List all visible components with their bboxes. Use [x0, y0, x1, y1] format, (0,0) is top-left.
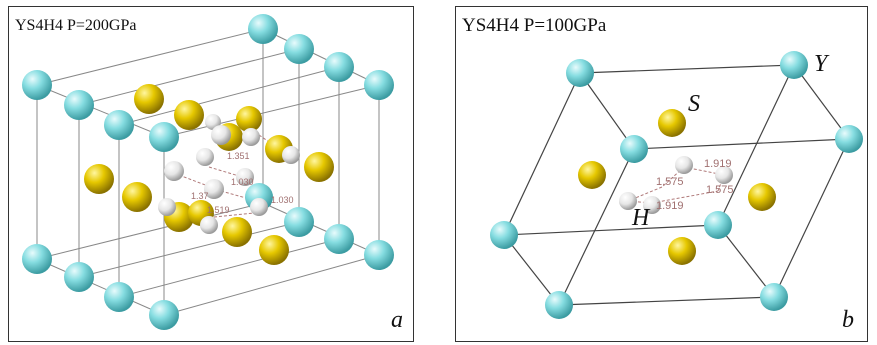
structure-a: 1.351 1.37 1.030 1.030 1.519: [22, 14, 394, 330]
h-atom: [211, 125, 231, 145]
y-atom: [760, 283, 788, 311]
y-atom: [22, 244, 52, 274]
y-atom: [149, 300, 179, 330]
y-atom: [22, 70, 52, 100]
y-atom: [545, 291, 573, 319]
y-atom: [364, 70, 394, 100]
y-atom: [284, 207, 314, 237]
bond-label: 1.351: [227, 151, 250, 161]
h-atom: [158, 198, 176, 216]
bond-label: 1.575: [656, 176, 684, 188]
y-atom: [284, 34, 314, 64]
s-atom: [658, 109, 686, 137]
bond-label: 1.519: [207, 205, 230, 215]
h-atom: [715, 166, 733, 184]
s-atom: [236, 106, 262, 132]
h-atom: [242, 128, 260, 146]
y-atom: [149, 122, 179, 152]
panel-a-200gpa: YS4H4 P=200GPa: [8, 6, 414, 342]
h-atom: [643, 196, 661, 214]
s-atom: [304, 152, 334, 182]
y-atom: [566, 59, 594, 87]
h-atom: [619, 192, 637, 210]
y-atom: [780, 51, 808, 79]
bond-label: 1.030: [231, 177, 254, 187]
y-atom: [104, 110, 134, 140]
y-atom: [104, 282, 134, 312]
panel-b-letter: b: [842, 307, 854, 333]
s-atom: [222, 217, 252, 247]
bond-label: 1.919: [704, 158, 732, 170]
s-atom: [578, 161, 606, 189]
label-yttrium: Y: [814, 51, 828, 77]
bond-label: 1.919: [656, 200, 684, 212]
panel-a-title: YS4H4 P=200GPa: [15, 17, 137, 34]
panel-a-letter: a: [391, 307, 403, 333]
structure-b: 1.919 1.575 1.575 1.919: [490, 51, 863, 319]
h-atom: [164, 161, 184, 181]
y-atom: [64, 262, 94, 292]
panel-b-title: YS4H4 P=100GPa: [462, 15, 607, 36]
s-atom: [748, 183, 776, 211]
y-atom: [835, 125, 863, 153]
y-atom: [324, 224, 354, 254]
s-atom: [174, 100, 204, 130]
s-atom: [668, 237, 696, 265]
h-atom: [196, 148, 214, 166]
y-atom: [64, 90, 94, 120]
h-atom: [236, 168, 254, 186]
h-atom: [200, 216, 218, 234]
label-hydrogen: H: [632, 205, 650, 231]
y-atom: [248, 14, 278, 44]
h-atom: [204, 179, 224, 199]
s-atom: [84, 164, 114, 194]
y-atom: [490, 221, 518, 249]
s-atom: [134, 84, 164, 114]
h-atom: [282, 146, 300, 164]
label-sulfur: S: [688, 91, 700, 117]
y-atom: [324, 52, 354, 82]
s-atom: [122, 182, 152, 212]
y-atom: [620, 135, 648, 163]
bond-label: 1.37: [191, 191, 209, 201]
bond-label: 1.575: [706, 184, 734, 196]
cell-edges-b: [503, 64, 850, 306]
panel-b-100gpa: YS4H4 P=100GPa: [455, 6, 868, 342]
y-atom: [364, 240, 394, 270]
y-atom: [704, 211, 732, 239]
s-atom: [259, 235, 289, 265]
h-atom: [250, 198, 268, 216]
bond-label: 1.030: [271, 195, 294, 205]
h-atom: [675, 156, 693, 174]
cell-edges-a: [36, 28, 380, 316]
